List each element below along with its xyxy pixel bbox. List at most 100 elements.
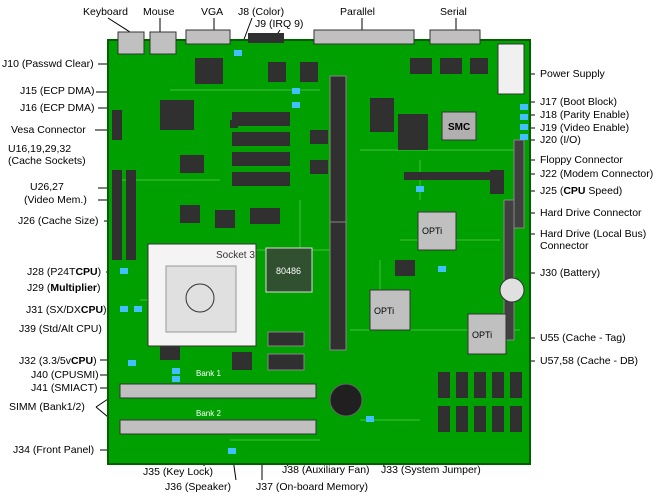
ic-chip bbox=[215, 210, 235, 228]
label-j20: J20 (I/O) bbox=[540, 134, 581, 146]
label-u16: U16,19,29,32 bbox=[8, 143, 72, 155]
jumper-block bbox=[292, 88, 300, 94]
label-j31: J31 (SX/DXCPU) bbox=[26, 304, 107, 316]
ic-chip bbox=[410, 58, 432, 74]
video-mem-socket-a bbox=[112, 170, 122, 260]
dram-chip bbox=[456, 406, 468, 432]
ic-chip bbox=[398, 114, 428, 150]
bank-2-text: Bank 2 bbox=[196, 409, 221, 418]
jumper-block bbox=[172, 368, 180, 374]
jumper-block bbox=[416, 186, 424, 192]
jumper-block bbox=[128, 360, 136, 366]
label-j15: J15 (ECP DMA) bbox=[20, 85, 95, 97]
label-u57: U57,58 (Cache - DB) bbox=[540, 355, 639, 367]
video-mem-socket-b bbox=[126, 170, 136, 260]
floppy-connector bbox=[513, 139, 525, 229]
label-vesa: Vesa Connector bbox=[11, 124, 86, 136]
ic-chip bbox=[310, 130, 328, 144]
ic-chip bbox=[195, 58, 223, 84]
label-j41: J41 (SMIACT) bbox=[31, 382, 98, 394]
label-j9: J9 (IRQ 9) bbox=[255, 18, 304, 30]
ic-chip bbox=[160, 100, 194, 130]
ic-chip bbox=[250, 208, 280, 224]
opti-chip-2-text: OPTi bbox=[374, 306, 394, 316]
label-floppy: Floppy Connector bbox=[540, 154, 623, 166]
parallel-connector bbox=[313, 29, 415, 45]
jumper-block bbox=[520, 114, 528, 120]
serial-connector bbox=[429, 29, 481, 45]
cpu-socket-grid bbox=[165, 265, 237, 333]
ic-chip bbox=[230, 120, 238, 128]
jumper-block bbox=[520, 124, 528, 130]
ic-chip bbox=[370, 98, 394, 132]
isa-slot-1 bbox=[329, 75, 347, 223]
label-u55: U55 (Cache - Tag) bbox=[540, 332, 626, 344]
label-j40: J40 (CPUSMI) bbox=[31, 369, 99, 381]
label-simm: SIMM (Bank1/2) bbox=[9, 401, 85, 413]
ic-chip bbox=[268, 62, 286, 82]
jumper-block bbox=[172, 376, 180, 382]
simm-bank-2 bbox=[119, 419, 317, 435]
vesa-connector bbox=[112, 110, 122, 140]
label-j37: J37 (On-board Memory) bbox=[256, 481, 369, 493]
j8-j9-header bbox=[248, 33, 284, 43]
socket-text: Socket 3 bbox=[216, 250, 255, 261]
jumper-block bbox=[120, 306, 128, 312]
label-hdd: Hard Drive Connector bbox=[540, 207, 642, 219]
leader-line bbox=[107, 17, 131, 33]
smc-chip bbox=[441, 111, 477, 141]
label-j33: J33 (System Jumper) bbox=[381, 464, 481, 476]
jumper-block bbox=[120, 268, 128, 274]
label-j29: J29 (Multiplier) bbox=[27, 282, 101, 294]
label-j32: J32 (3.3/5vCPU) bbox=[19, 355, 97, 367]
dram-chip bbox=[438, 406, 450, 432]
label-j17: J17 (Boot Block) bbox=[540, 96, 618, 108]
cache-socket bbox=[232, 132, 290, 146]
bank-1-text: Bank 1 bbox=[196, 369, 221, 378]
smc-chip-text: SMC bbox=[448, 122, 470, 133]
dram-chip bbox=[474, 372, 486, 398]
label-video-mem: (Video Mem.) bbox=[24, 194, 87, 206]
ic-chip bbox=[232, 352, 252, 370]
label-j22: J22 (Modem Connector) bbox=[540, 168, 654, 180]
label-j28: J28 (P24TCPU) bbox=[27, 266, 102, 278]
speaker bbox=[329, 383, 363, 417]
dram-chip bbox=[438, 372, 450, 398]
label-j39: J39 (Std/Alt CPU) bbox=[19, 323, 102, 335]
dram-chip bbox=[474, 406, 486, 432]
cache-socket bbox=[232, 152, 290, 166]
socket-lever bbox=[185, 283, 215, 313]
ic-chip bbox=[470, 58, 488, 74]
label-cache-sockets: (Cache Sockets) bbox=[8, 155, 86, 167]
mouse-port bbox=[149, 31, 177, 55]
label-j26: J26 (Cache Size) bbox=[18, 215, 99, 227]
label-j36: J36 (Speaker) bbox=[165, 481, 231, 493]
label-j18: J18 (Parity Enable) bbox=[540, 109, 630, 121]
ic-chip bbox=[440, 58, 462, 74]
cpu-chip-text: 80486 bbox=[276, 266, 301, 276]
ic-chip bbox=[300, 62, 318, 82]
dram-chip bbox=[492, 406, 504, 432]
label-j25: J25 (CPU Speed) bbox=[540, 185, 623, 197]
cache-tag-socket bbox=[267, 331, 305, 347]
hdd-connector bbox=[503, 199, 515, 341]
label-j38: J38 (Auxiliary Fan) bbox=[282, 464, 370, 476]
label-j16: J16 (ECP DMA) bbox=[20, 102, 95, 114]
battery bbox=[499, 277, 525, 303]
simm-bank-1 bbox=[119, 383, 317, 399]
label-keyboard: Keyboard bbox=[83, 6, 128, 18]
jumper-block bbox=[366, 416, 374, 422]
vga-connector bbox=[185, 29, 231, 45]
jumper-block bbox=[520, 134, 528, 140]
label-serial: Serial bbox=[440, 6, 467, 18]
cache-socket bbox=[232, 112, 290, 126]
label-hdd-local: Hard Drive (Local Bus) bbox=[540, 228, 647, 240]
label-j10: J10 (Passwd Clear) bbox=[2, 58, 94, 70]
jumper-block bbox=[292, 102, 300, 108]
dram-chip bbox=[456, 372, 468, 398]
label-parallel: Parallel bbox=[340, 6, 376, 18]
ic-chip bbox=[310, 160, 328, 174]
